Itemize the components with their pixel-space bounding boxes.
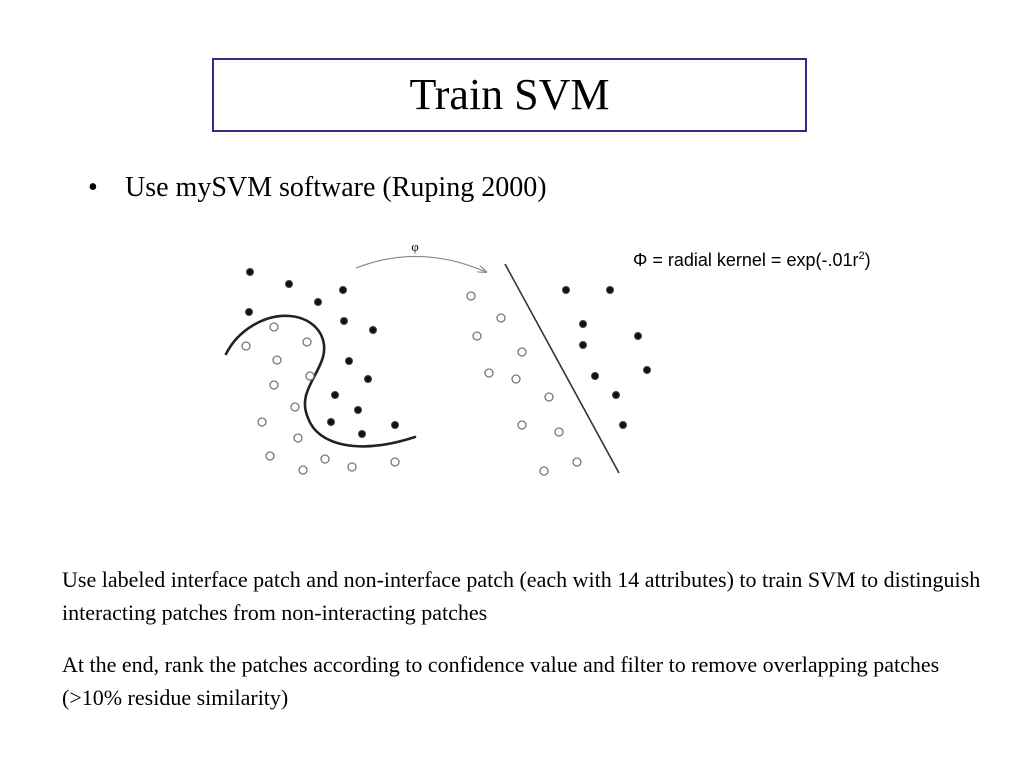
open-point [269,380,279,390]
open-point [544,392,554,402]
filled-point [612,391,620,399]
open-point [272,355,282,365]
open-point [302,337,312,347]
mapping-arrow [355,255,486,272]
filled-point [245,308,253,316]
filled-point [331,391,339,399]
filled-point [591,372,599,380]
bullet-item: • Use mySVM software (Ruping 2000) [88,172,547,204]
open-point [517,347,527,357]
formula-exponent: 2 [858,250,865,262]
open-point [484,368,494,378]
filled-point [339,286,347,294]
filled-point [364,375,372,383]
filled-point [358,430,366,438]
right-filled-points [562,286,651,429]
filled-point [579,341,587,349]
open-point [269,322,279,332]
filled-point [354,406,362,414]
filled-point [327,418,335,426]
open-point [257,417,267,427]
linear-separator [504,263,620,474]
open-point [572,457,582,467]
open-point [320,454,330,464]
paragraph-training: Use labeled interface patch and non-inte… [62,567,981,625]
title-box: Train SVM [212,58,807,132]
nonlinear-boundary [224,314,417,448]
open-point [298,465,308,475]
filled-point [391,421,399,429]
filled-point [314,298,322,306]
open-point [390,457,400,467]
bullet-text: Use mySVM software (Ruping 2000) [125,172,547,203]
filled-point [340,317,348,325]
open-point [466,291,476,301]
open-point [472,331,482,341]
filled-point [369,326,377,334]
slide-title: Train SVM [409,70,610,119]
right-open-points [466,291,582,476]
open-point [347,462,357,472]
filled-point [634,332,642,340]
filled-point [579,320,587,328]
filled-point [606,286,614,294]
filled-point [643,366,651,374]
open-point [539,466,549,476]
open-point [496,313,506,323]
open-point [293,433,303,443]
kernel-formula: Φ = radial kernel = exp(-.01r2) [633,250,871,271]
filled-point [345,357,353,365]
open-point [241,341,251,351]
filled-point [246,268,254,276]
open-point [265,451,275,461]
formula-prefix: Φ = radial kernel = exp(-.01r [633,250,859,270]
open-point [517,420,527,430]
filled-point [285,280,293,288]
left-filled-points [245,268,399,438]
open-point [305,371,315,381]
left-open-points [241,322,400,475]
open-point [290,402,300,412]
filled-point [619,421,627,429]
open-point [511,374,521,384]
mapping-phi-label: φ [411,239,419,254]
open-point [554,427,564,437]
filled-point [562,286,570,294]
bullet-dot: • [88,172,98,203]
paragraph-ranking: At the end, rank the patches according t… [62,652,940,710]
formula-suffix: ) [864,250,871,270]
